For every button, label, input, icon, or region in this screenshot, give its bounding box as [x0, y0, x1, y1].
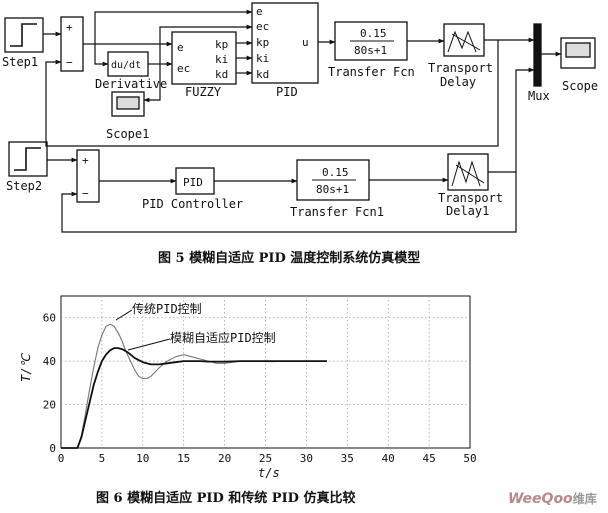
step1-block[interactable]: Step1	[2, 17, 44, 69]
step2-label: Step2	[6, 179, 42, 193]
y-tick-label: 0	[49, 442, 56, 455]
x-axis-label: t/s	[258, 466, 280, 480]
derivative-block[interactable]: du/dt Derivative	[95, 51, 167, 91]
sum1-block[interactable]: + −	[60, 16, 84, 72]
fuzzy-out-kd: kd	[215, 68, 228, 81]
x-tick-label: 10	[136, 452, 149, 465]
sum2-block[interactable]: + −	[76, 149, 100, 203]
annotation-traditional-pid: 传统PID控制	[132, 301, 202, 316]
x-tick-label: 45	[422, 452, 435, 465]
annotation-traditional-leader	[115, 309, 133, 321]
pid-in-e: e	[256, 5, 263, 18]
tf-den: 80s+1	[354, 44, 387, 57]
pid-in-kp: kp	[256, 36, 269, 49]
annotation-fuzzy-pid: 模糊自适应PID控制	[170, 330, 276, 345]
x-tick-label: 30	[300, 452, 313, 465]
signal-wires	[43, 9, 562, 233]
series-line-fuzzy-pid	[61, 347, 327, 449]
pid-controller-label: PID Controller	[142, 197, 243, 211]
x-tick-label: 15	[177, 452, 190, 465]
sum2-plus: +	[82, 154, 89, 167]
pid-out-u: u	[302, 36, 309, 49]
response-chart: 0 20 40 60 0 5 10 15 20 25 30 35 40 45 50 T/℃ t/s 传统P…	[19, 295, 477, 480]
series-lines	[61, 323, 327, 449]
chart-caption: 图 6 模糊自适应 PID 和传统 PID 仿真比较	[96, 490, 355, 506]
y-axis-label: T/℃	[19, 353, 33, 382]
step2-block[interactable]: Step2	[6, 141, 48, 193]
diagram-caption: 图 5 模糊自适应 PID 温度控制系统仿真模型	[158, 250, 420, 266]
transport-delay-label: Transport	[428, 61, 493, 75]
tf1-den: 80s+1	[316, 183, 349, 196]
sum1-plus: +	[66, 21, 73, 34]
transfer-fcn1-block[interactable]: 0.15 80s+1 Transfer Fcn1	[290, 159, 384, 219]
pid-in-ec: ec	[256, 20, 269, 33]
watermark: WeeQoo维库	[508, 491, 597, 507]
x-tick-label: 25	[259, 452, 272, 465]
y-tick-label: 60	[43, 312, 56, 325]
y-ticks: 0 20 40 60	[43, 312, 56, 455]
transport-delay-block[interactable]: Transport Delay	[428, 23, 493, 89]
x-tick-label: 40	[382, 452, 395, 465]
tf1-num: 0.15	[322, 166, 349, 179]
transport-delay1-label: Transport	[438, 191, 503, 205]
fuzzy-label: FUZZY	[185, 85, 222, 99]
pid-in-ki: ki	[256, 52, 269, 65]
tf-num: 0.15	[360, 27, 387, 40]
annotation-fuzzy-leader	[127, 338, 171, 351]
simulink-diagram: Step1 + − du/dt Derivative Scope1 e ec k…	[2, 2, 598, 233]
scope1-block[interactable]: Scope1	[106, 91, 149, 141]
derivative-expr: du/dt	[111, 60, 141, 71]
fuzzy-block[interactable]: e ec kp ki kd FUZZY	[171, 31, 237, 99]
x-tick-label: 20	[218, 452, 231, 465]
fuzzy-in-e: e	[177, 41, 184, 54]
derivative-label: Derivative	[95, 77, 167, 91]
x-tick-label: 5	[99, 452, 106, 465]
transfer-fcn1-label: Transfer Fcn1	[290, 205, 384, 219]
pid-in-kd: kd	[256, 68, 269, 81]
pid-label: PID	[276, 85, 298, 99]
x-ticks: 0 5 10 15 20 25 30 35 40 45 50	[58, 452, 477, 465]
y-tick-label: 20	[43, 399, 56, 412]
y-tick-label: 40	[43, 355, 56, 368]
grid-lines	[61, 296, 470, 448]
sum2-minus: −	[82, 187, 89, 200]
transfer-fcn-label: Transfer Fcn	[328, 65, 415, 79]
x-tick-label: 0	[58, 452, 65, 465]
transport-delay-label-2: Delay	[440, 75, 476, 89]
scope-block[interactable]: Scope	[560, 37, 598, 93]
pid-block[interactable]: e ec kp ki kd u PID	[251, 2, 319, 99]
fuzzy-in-ec: ec	[177, 62, 190, 75]
x-tick-label: 50	[463, 452, 476, 465]
mux-block[interactable]: Mux	[528, 23, 550, 103]
transport-delay1-block[interactable]: Transport Delay1	[438, 153, 503, 218]
pid-controller-block[interactable]: PID PID Controller	[142, 167, 243, 211]
x-tick-label: 35	[341, 452, 354, 465]
step1-label: Step1	[2, 55, 38, 69]
scope-label: Scope	[562, 79, 598, 93]
transport-delay1-label-2: Delay1	[446, 204, 489, 218]
scope1-label: Scope1	[106, 127, 149, 141]
mux-label: Mux	[528, 89, 550, 103]
transfer-fcn-block[interactable]: 0.15 80s+1 Transfer Fcn	[328, 21, 415, 79]
pid-controller-block-text: PID	[183, 176, 203, 189]
sum1-minus: −	[66, 56, 73, 69]
fuzzy-out-kp: kp	[215, 38, 228, 51]
fuzzy-out-ki: ki	[215, 53, 228, 66]
